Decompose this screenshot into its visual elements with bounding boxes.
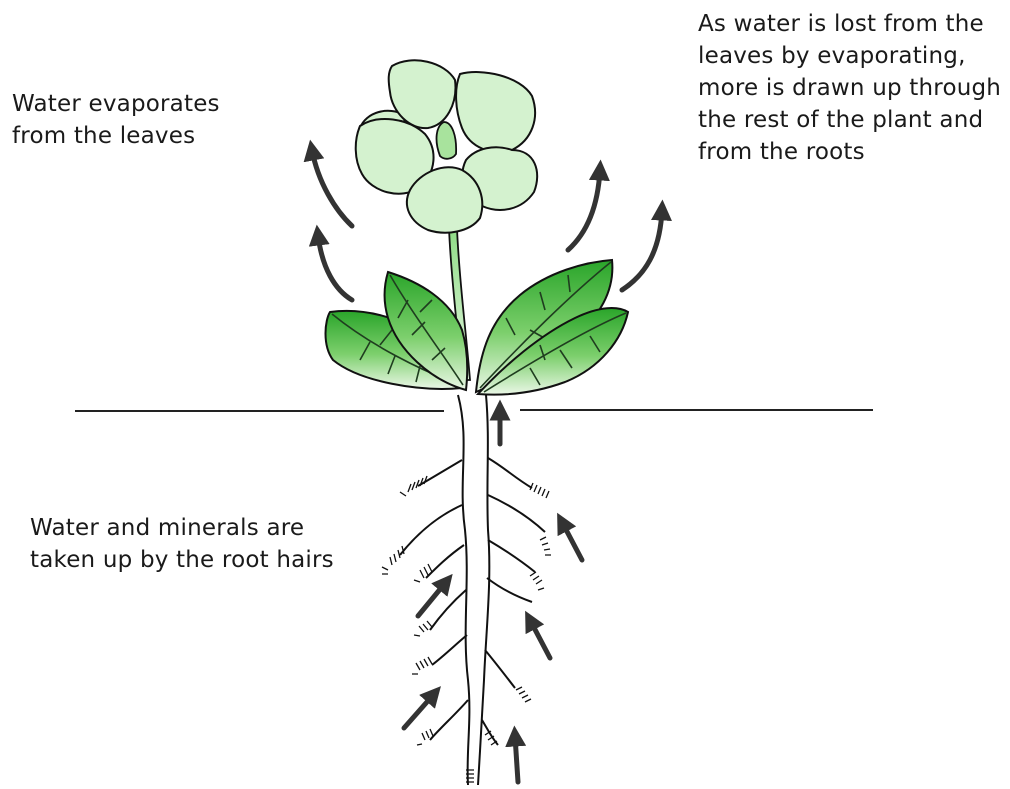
arrow-icon bbox=[418, 582, 446, 616]
arrow-icon bbox=[562, 522, 582, 560]
root-uptake-label-line: taken up by the root hairs bbox=[30, 544, 334, 576]
transpiration-pull-label-line: As water is lost from the bbox=[698, 8, 1001, 40]
evaporation-label-line: from the leaves bbox=[12, 120, 220, 152]
arrow-icon bbox=[312, 150, 352, 226]
arrow-icon bbox=[404, 694, 434, 728]
evaporation-label-line: Water evaporates bbox=[12, 88, 220, 120]
transpiration-pull-label-line: the rest of the plant and bbox=[698, 104, 1001, 136]
transpiration-pull-label: As water is lost from the leaves by evap… bbox=[698, 8, 1001, 168]
leaves bbox=[326, 260, 629, 395]
evaporation-label: Water evaporates from the leaves bbox=[12, 88, 220, 152]
root-uptake-label: Water and minerals are taken up by the r… bbox=[30, 512, 334, 576]
arrow-icon bbox=[530, 620, 550, 658]
arrow-icon bbox=[318, 235, 352, 300]
flower-icon bbox=[356, 60, 537, 232]
root-icon bbox=[400, 395, 545, 785]
arrow-icon bbox=[622, 210, 662, 290]
transpiration-pull-label-line: from the roots bbox=[698, 136, 1001, 168]
soil-line bbox=[75, 410, 873, 411]
arrow-icon bbox=[568, 170, 600, 250]
root-uptake-label-line: Water and minerals are bbox=[30, 512, 334, 544]
transpiration-pull-label-line: more is drawn up through bbox=[698, 72, 1001, 104]
arrow-icon bbox=[515, 736, 518, 782]
transpiration-pull-label-line: leaves by evaporating, bbox=[698, 40, 1001, 72]
